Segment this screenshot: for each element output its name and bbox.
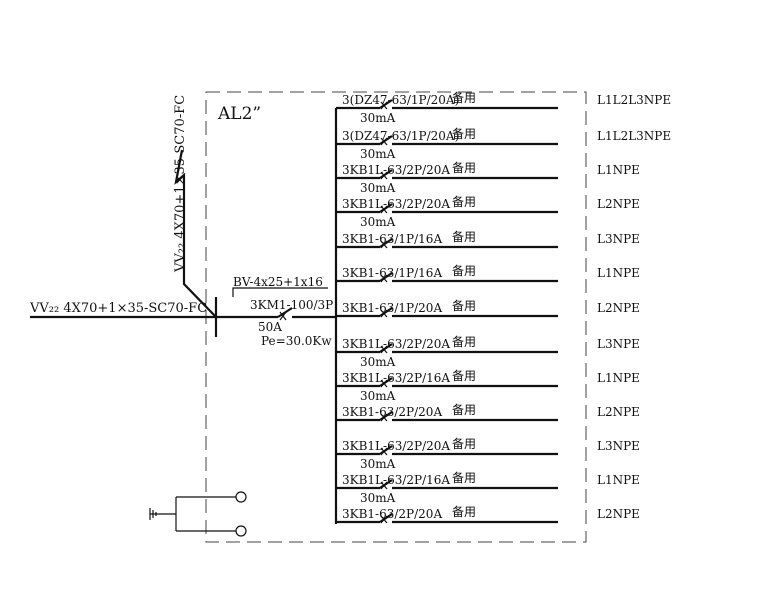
- circuit-use-label: 备用: [452, 230, 476, 244]
- circuit-breaker-label: 3KB1L-63/2P/16A: [342, 371, 450, 385]
- circuit-breaker-cross-b: [380, 240, 388, 249]
- circuit-rcd-label: 30mA: [360, 181, 396, 195]
- circuit-rcd-label: 30mA: [360, 147, 396, 161]
- circuit-phase-label: L3NPE: [597, 337, 640, 351]
- circuit-breaker-cross-b: [380, 101, 388, 110]
- circuit-breaker-label: 3KB1L-63/2P/20A: [342, 163, 450, 177]
- circuit-use-label: 备用: [452, 195, 476, 209]
- circuit-rcd-label: 30mA: [360, 389, 396, 403]
- feeder-cable-vertical-label: VV₂₂ 4X70+1×35-SC70-FC: [173, 95, 188, 273]
- circuit-1: 3(DZ47-63/1P/20A)备用 30mA L1L2L3NPE: [336, 91, 671, 125]
- circuit-phase-label: L3NPE: [597, 232, 640, 246]
- circuit-breaker-cross-b: [380, 447, 388, 456]
- circuit-phase-label: L1L2L3NPE: [597, 93, 671, 107]
- circuit-use-label: 备用: [452, 264, 476, 278]
- circuit-phase-label: L2NPE: [597, 405, 640, 419]
- circuit-7: 3KB1-63/1P/20A 备用 L2NPE: [336, 299, 640, 318]
- circuit-use-label: 备用: [452, 403, 476, 417]
- circuit-group: 3(DZ47-63/1P/20A)备用30mAL1L2L3NPE3(DZ47-6…: [336, 91, 671, 524]
- circuit-use-label: 备用: [452, 437, 476, 451]
- circuit-use-label: 备用: [452, 335, 476, 349]
- circuit-rcd-label: 30mA: [360, 111, 396, 125]
- circuit-breaker-cross-b: [380, 274, 388, 283]
- main-breaker-current: 50A: [258, 320, 282, 334]
- circuit-phase-label: L2NPE: [597, 301, 640, 315]
- circuit-breaker-cross-b: [380, 481, 388, 490]
- circuit-breaker-label: 3KB1L-63/2P/20A: [342, 439, 450, 453]
- circuit-breaker-label: 3KB1-63/1P/20A: [342, 301, 442, 315]
- circuit-use-label: 备用: [452, 299, 476, 313]
- circuit-rcd-label: 30mA: [360, 215, 396, 229]
- earth-terminal-bottom: [235, 525, 247, 537]
- main-breaker-cross-b: [279, 311, 287, 321]
- circuit-breaker-cross-b: [380, 413, 388, 422]
- circuit-2: 3(DZ47-63/1P/20A)备用 30mA L1L2L3NPE: [336, 127, 671, 161]
- bus-wire-leader: [232, 287, 328, 297]
- circuit-breaker-label: 3KB1L-63/2P/20A: [342, 197, 450, 211]
- circuit-5: 3KB1-63/1P/16A 备用 L3NPE: [336, 230, 640, 249]
- main-breaker-model: 3KM1-100/3P: [250, 298, 333, 312]
- circuit-13: 3KB1-63/2P/20A 备用 L2NPE: [336, 505, 640, 524]
- circuit-breaker-label: 3KB1L-63/2P/20A: [342, 337, 450, 351]
- circuit-rcd-label: 30mA: [360, 491, 396, 505]
- circuit-breaker-label: 3KB1-63/2P/20A: [342, 405, 442, 419]
- circuit-phase-label: L1NPE: [597, 371, 640, 385]
- circuit-phase-label: L1L2L3NPE: [597, 129, 671, 143]
- circuit-rcd-label: 30mA: [360, 457, 396, 471]
- circuit-rcd-label: 30mA: [360, 355, 396, 369]
- circuit-use-label: 备用: [452, 161, 476, 175]
- circuit-breaker-label: 3KB1L-63/2P/16A: [342, 473, 450, 487]
- circuit-use-label: 备用: [452, 471, 476, 485]
- circuit-10: 3KB1-63/2P/20A 备用 L2NPE: [336, 403, 640, 422]
- circuit-use-label: 备用: [452, 369, 476, 383]
- circuit-breaker-cross-b: [380, 515, 388, 524]
- circuit-breaker-label: 3(DZ47-63/1P/20A): [342, 129, 459, 143]
- circuit-phase-label: L2NPE: [597, 197, 640, 211]
- main-breaker-power: Pe=30.0Kw: [261, 334, 332, 348]
- feeder-line-vertical: [174, 149, 217, 318]
- panel-name: AL2”: [217, 104, 261, 124]
- circuit-breaker-cross-b: [380, 379, 388, 388]
- circuit-breaker-label: 3KB1-63/1P/16A: [342, 232, 442, 246]
- circuit-breaker-label: 3KB1-63/1P/16A: [342, 266, 442, 280]
- circuit-use-label: 备用: [452, 91, 476, 105]
- circuit-breaker-cross-b: [380, 171, 388, 180]
- bus-wire-label: BV-4x25+1x16: [233, 275, 323, 289]
- circuit-breaker-label: 3(DZ47-63/1P/20A): [342, 93, 459, 107]
- circuit-use-label: 备用: [452, 505, 476, 519]
- circuit-breaker-cross-b: [380, 345, 388, 354]
- circuit-use-label: 备用: [452, 127, 476, 141]
- circuit-phase-label: L1NPE: [597, 473, 640, 487]
- circuit-breaker-label: 3KB1-63/2P/20A: [342, 507, 442, 521]
- earth-terminal-top: [235, 491, 247, 503]
- circuit-phase-label: L1NPE: [597, 266, 640, 280]
- circuit-6: 3KB1-63/1P/16A 备用 L1NPE: [336, 264, 640, 283]
- circuit-phase-label: L2NPE: [597, 507, 640, 521]
- circuit-breaker-cross-b: [380, 309, 388, 318]
- circuit-phase-label: L1NPE: [597, 163, 640, 177]
- circuit-breaker-cross-b: [380, 137, 388, 146]
- feeder-cable-horizontal-label: VV₂₂ 4X70+1×35-SC70-FC: [29, 301, 207, 316]
- circuit-breaker-cross-b: [380, 205, 388, 214]
- circuit-phase-label: L3NPE: [597, 439, 640, 453]
